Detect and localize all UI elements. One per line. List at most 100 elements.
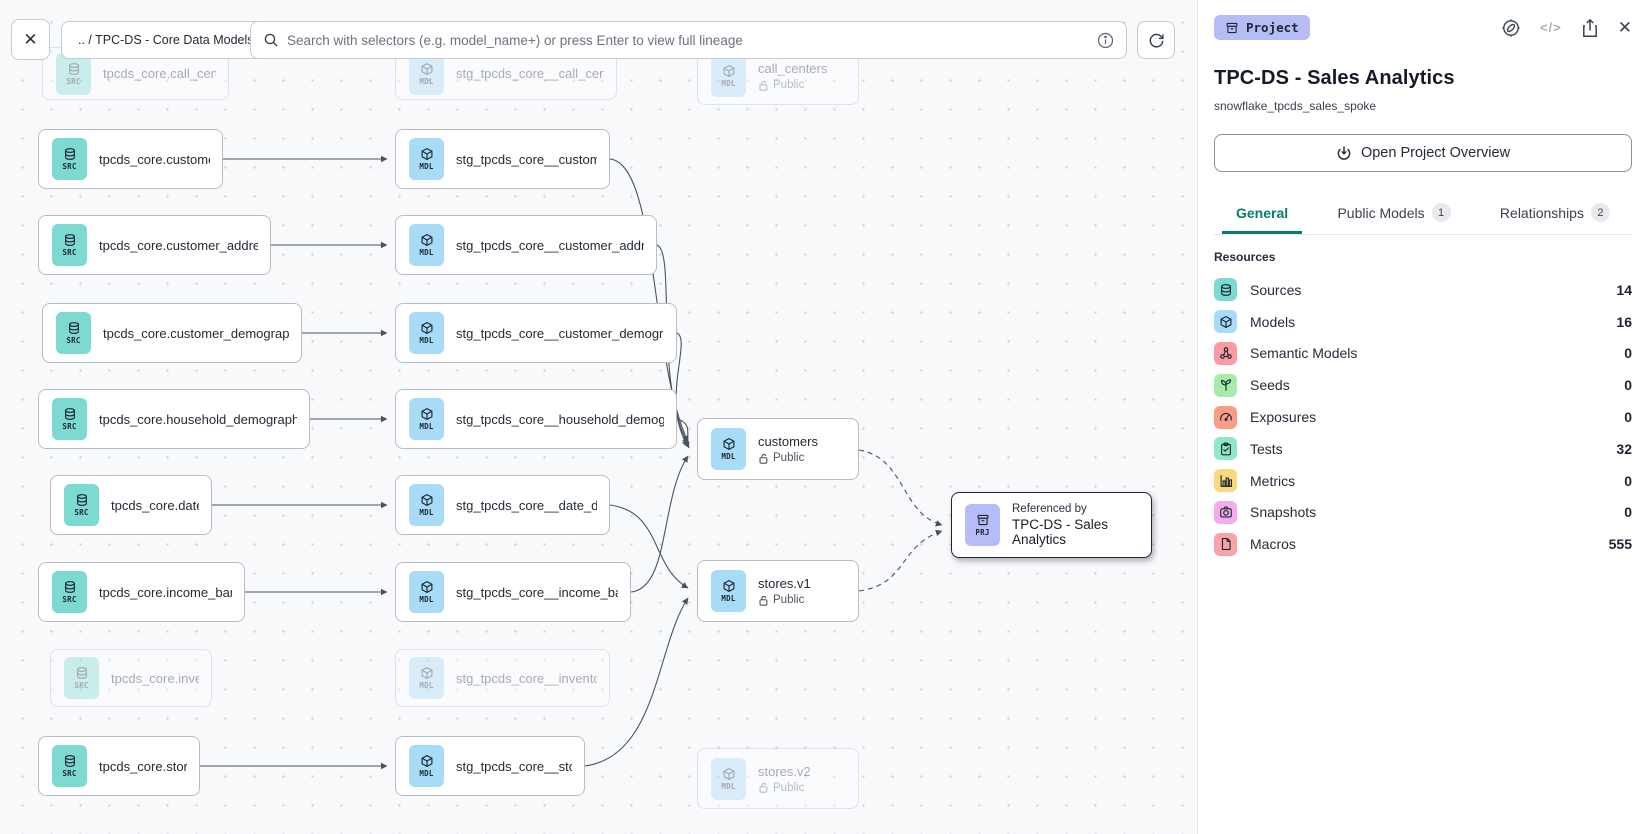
resource-label: Tests xyxy=(1250,440,1283,457)
lineage-edges xyxy=(200,155,943,770)
model-icon: MDL xyxy=(711,55,746,97)
model-icon: MDL xyxy=(409,52,444,95)
node-title: stg_tpcds_core__household_demogr… xyxy=(456,411,664,427)
node-title: stg_tpcds_core__income_band xyxy=(456,584,618,600)
share-icon[interactable] xyxy=(1581,18,1599,38)
code-icon: </> xyxy=(1539,20,1562,35)
resource-label: Semantic Models xyxy=(1250,345,1358,362)
model-icon: MDL xyxy=(409,571,444,613)
node-title: tpcds_core.date_dim xyxy=(111,497,199,513)
node-title: tpcds_core.household_demographics xyxy=(99,411,297,427)
graph-icon xyxy=(1214,341,1237,365)
node-eyebrow: Referenced by xyxy=(1012,503,1087,515)
lineage-node-tpcds-core.date-dim[interactable]: SRC tpcds_core.date_dim xyxy=(50,475,212,535)
lineage-node-stg-tpcds-core-customer-address[interactable]: MDL stg_tpcds_core__customer_address xyxy=(395,215,657,275)
lineage-canvas[interactable]: SRCtpcds_core.call_centerSRCtpcds_core.c… xyxy=(0,0,1197,834)
bar-chart-icon xyxy=(1214,469,1237,493)
lineage-node-stg-tpcds-core-store[interactable]: MDL stg_tpcds_core__store xyxy=(395,736,585,796)
explore-compass-icon[interactable] xyxy=(1501,18,1521,38)
model-icon: MDL xyxy=(409,138,444,180)
source-icon: SRC xyxy=(52,138,87,180)
details-panel: Project </> ✕ TPC-DS - Sal xyxy=(1197,0,1648,834)
source-icon: SRC xyxy=(64,484,99,526)
node-title: stores.v1 xyxy=(758,576,811,591)
node-title: stores.v2 xyxy=(758,763,811,779)
open-project-overview-button[interactable]: Open Project Overview xyxy=(1214,134,1632,172)
node-access: Public xyxy=(773,594,805,606)
source-icon: SRC xyxy=(52,224,87,266)
source-icon: SRC xyxy=(56,312,91,354)
model-icon: MDL xyxy=(409,224,444,266)
lock-open-icon xyxy=(758,782,769,793)
node-title: tpcds_core.income_band xyxy=(99,584,232,600)
resource-count: 0 xyxy=(1624,409,1632,426)
database-icon xyxy=(1214,278,1237,302)
node-title: tpcds_core.call_center xyxy=(103,66,216,81)
node-title: stg_tpcds_core__customer xyxy=(456,151,597,167)
lock-open-icon xyxy=(758,453,769,464)
lineage-node-tpcds-core.income-band[interactable]: SRC tpcds_core.income_band xyxy=(38,562,245,622)
lineage-node-stg-tpcds-core-income-band[interactable]: MDL stg_tpcds_core__income_band xyxy=(395,562,631,622)
node-title: stg_tpcds_core__date_dim xyxy=(456,497,597,513)
lineage-node-tpcds-core.customer[interactable]: SRC tpcds_core.customer xyxy=(38,129,223,189)
node-access: Public xyxy=(773,781,805,794)
resources-heading: Resources xyxy=(1214,250,1276,264)
resource-row[interactable]: Semantic Models 0 xyxy=(1214,338,1632,370)
search-bar[interactable] xyxy=(250,21,1127,59)
lineage-node-stg-tpcds-core-customer[interactable]: MDL stg_tpcds_core__customer xyxy=(395,129,610,189)
tab-general[interactable]: General xyxy=(1222,193,1303,234)
project-type-badge: Project xyxy=(1214,15,1310,40)
model-icon: MDL xyxy=(409,745,444,787)
node-title: stg_tpcds_core__customer_address xyxy=(456,237,644,253)
source-icon: SRC xyxy=(56,52,91,95)
resource-count: 32 xyxy=(1616,440,1632,457)
model-icon: MDL xyxy=(711,757,746,800)
search-input[interactable] xyxy=(287,32,1089,48)
resource-row[interactable]: Tests 32 xyxy=(1214,433,1632,465)
breadcrumb[interactable]: .. / TPC-DS - Core Data Models xyxy=(61,21,271,59)
project-icon: PRJ xyxy=(965,504,1000,546)
node-access: Public xyxy=(773,452,805,464)
overview-icon xyxy=(1336,145,1352,161)
tab-public-models[interactable]: Public Models 1 xyxy=(1323,193,1464,234)
node-title: tpcds_core.customer xyxy=(99,151,210,167)
resource-count: 0 xyxy=(1624,345,1632,362)
node-title: stg_tpcds_core__inventory xyxy=(456,670,597,686)
panel-tabs: General Public Models 1 Relationships 2 xyxy=(1214,193,1632,235)
source-icon: SRC xyxy=(52,571,87,613)
lock-open-icon xyxy=(758,595,769,606)
source-icon: SRC xyxy=(52,745,87,787)
tab-badge: 1 xyxy=(1431,203,1451,222)
node-title: stg_tpcds_core__customer_demogra… xyxy=(456,325,664,341)
tab-relationships[interactable]: Relationships 2 xyxy=(1486,193,1624,234)
lineage-close-button[interactable]: ✕ xyxy=(11,19,50,60)
panel-title: TPC-DS - Sales Analytics xyxy=(1214,67,1455,89)
node-title: stg_tpcds_core__store xyxy=(456,758,572,774)
info-icon[interactable] xyxy=(1097,32,1114,49)
panel-close-icon[interactable]: ✕ xyxy=(1617,17,1632,37)
tab-badge: 2 xyxy=(1590,203,1610,222)
refresh-button[interactable] xyxy=(1137,21,1175,59)
model-icon: MDL xyxy=(711,428,746,470)
